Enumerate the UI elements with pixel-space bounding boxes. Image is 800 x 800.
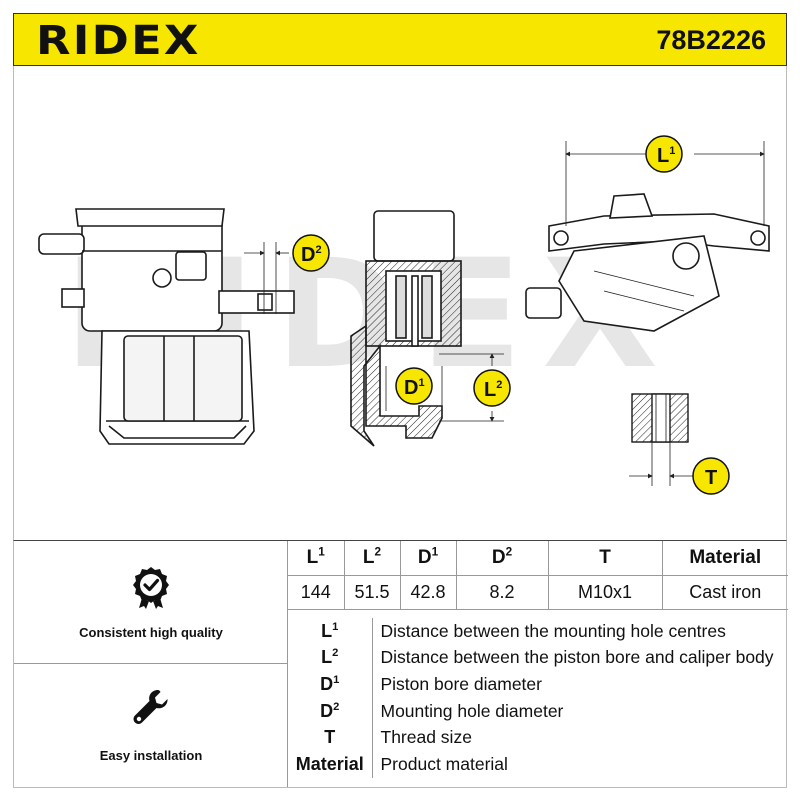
svg-text:T: T: [705, 467, 717, 489]
wrench-icon: [133, 690, 168, 724]
spec-value-material: Cast iron: [661, 574, 788, 610]
header-bar: RIDEX 78B2226: [13, 13, 787, 66]
callout-d1: D1: [395, 367, 433, 405]
feature-installation: Easy installation: [14, 664, 288, 787]
d2-dimension-lines: [244, 242, 289, 314]
legend-key: T: [288, 724, 373, 751]
thread-detail: [631, 393, 689, 443]
spec-header-t: T: [547, 541, 663, 576]
legend-row: T Thread size: [288, 724, 788, 751]
spec-panel: Consistent high quality Easy installatio…: [13, 540, 788, 788]
brand-logo: RIDEX: [36, 18, 201, 64]
spec-value-d1: 42.8: [399, 574, 457, 610]
spec-header-row: L1 L2 D1 D2 T Material: [288, 541, 788, 576]
legend-key: D2: [288, 697, 373, 725]
spec-value-t: M10x1: [547, 574, 663, 610]
svg-text:D1: D1: [404, 377, 425, 399]
spec-value-d2: 8.2: [455, 574, 549, 610]
legend-text: Mounting hole diameter: [380, 700, 564, 721]
spec-header-d2: D2: [455, 541, 549, 576]
legend-key: L2: [288, 644, 373, 672]
legend-row: D1 Piston bore diameter: [288, 671, 788, 698]
spec-value-l2: 51.5: [343, 574, 401, 610]
callout-d2: D2: [292, 234, 330, 272]
spec-table: L1 L2 D1 D2 T Material 144 51.5 42.8 8.2…: [288, 541, 788, 610]
callout-t: T: [692, 457, 730, 495]
part-number: 78B2226: [656, 25, 766, 55]
l1-dimension-lines: [565, 141, 765, 226]
svg-text:L1: L1: [657, 145, 675, 167]
legend-row: D2 Mounting hole diameter: [288, 697, 788, 725]
callout-l2: L2: [473, 369, 511, 407]
svg-text:L2: L2: [484, 379, 502, 401]
legend-row: L2 Distance between the piston bore and …: [288, 644, 788, 672]
technical-drawing: RIDEX: [13, 66, 787, 540]
spec-header-l1: L1: [288, 541, 345, 576]
callout-l1: L1: [645, 135, 683, 173]
legend-row: L1 Distance between the mounting hole ce…: [288, 618, 788, 645]
svg-text:D2: D2: [301, 244, 322, 266]
legend-key: L1: [288, 618, 373, 645]
legend-key: Material: [288, 750, 373, 778]
spec-value-row: 144 51.5 42.8 8.2 M10x1 Cast iron: [288, 574, 788, 610]
feature-label: Easy installation: [99, 748, 203, 763]
legend-text: Piston bore diameter: [380, 673, 542, 694]
legend-text: Distance between the mounting hole centr…: [380, 620, 726, 641]
t-dimension-lines: [629, 442, 694, 486]
legend-row: Material Product material: [288, 750, 788, 778]
badge-check-icon: [133, 567, 169, 609]
legend-text: Product material: [380, 753, 508, 774]
spec-header-material: Material: [661, 541, 788, 576]
spec-value-l1: 144: [288, 574, 345, 610]
features-column: Consistent high quality Easy installatio…: [14, 541, 288, 787]
d1-l2-dimension-lines: [385, 353, 504, 422]
caliper-drawing: RIDEX: [38, 135, 770, 495]
caliper-top-view: [525, 193, 770, 332]
caliper-front-view: [38, 208, 295, 445]
caliper-section-view: [350, 210, 462, 447]
spec-header-l2: L2: [343, 541, 401, 576]
feature-quality: Consistent high quality: [14, 541, 288, 664]
feature-label: Consistent high quality: [79, 625, 223, 640]
legend-key: D1: [288, 671, 373, 698]
legend-text: Distance between the piston bore and cal…: [380, 647, 774, 668]
legend-text: Thread size: [380, 727, 472, 748]
legend-table: L1 Distance between the mounting hole ce…: [288, 618, 788, 778]
spec-header-d1: D1: [399, 541, 457, 576]
